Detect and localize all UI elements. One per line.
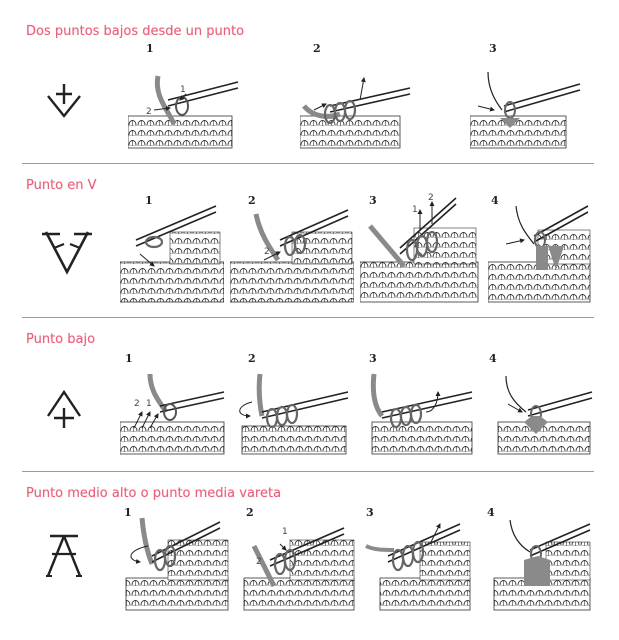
step-number: 1 (145, 194, 153, 207)
step-number: 3 (366, 506, 374, 519)
step-illustration (362, 372, 476, 456)
annotation-label: 1 (146, 399, 152, 409)
step-number: 1 (146, 42, 154, 55)
annotation-label: 2 (146, 107, 152, 117)
annotation-label: 2 (134, 399, 140, 409)
step-illustration (488, 200, 592, 304)
section-title: Punto bajo (26, 332, 96, 347)
section-title: Punto medio alto o punto media vareta (26, 486, 282, 501)
annotation-label: 1 (412, 205, 418, 215)
annotation-label: 2 (264, 247, 270, 257)
section-half-double-crochet: Punto medio alto o punto media vareta 1 … (0, 486, 619, 636)
section-v-stitch: Punto en V 1 2 3 4 2 (0, 178, 619, 318)
step-number: 2 (248, 194, 256, 207)
step-illustration (364, 516, 474, 612)
step-number: 4 (487, 506, 495, 519)
step-illustration: 1 2 (360, 188, 480, 304)
step-illustration: 2 1 (120, 372, 230, 456)
step-illustration (300, 66, 420, 150)
annotation-label: 1 (282, 527, 288, 537)
v-stitch-symbol-icon (40, 226, 94, 278)
step-number: 2 (246, 506, 254, 519)
section-title: Dos puntos bajos desde un punto (26, 24, 245, 39)
step-number: 3 (369, 352, 377, 365)
step-number: 2 (313, 42, 321, 55)
section-two-sc-in-one: Dos puntos bajos desde un punto 1 2 3 1 … (0, 24, 619, 164)
step-number: 2 (248, 352, 256, 365)
step-number: 3 (489, 42, 497, 55)
step-illustration: 1 2 (128, 66, 248, 150)
step-illustration (494, 372, 594, 456)
step-number: 4 (489, 352, 497, 365)
section-divider (22, 163, 594, 164)
half-double-crochet-symbol-icon (44, 532, 84, 580)
step-illustration (490, 516, 594, 612)
step-illustration (122, 516, 234, 612)
annotation-label: 2 (428, 193, 434, 203)
section-divider (22, 317, 594, 318)
step-number: 1 (124, 506, 132, 519)
section-divider (22, 471, 594, 472)
step-number: 3 (369, 194, 377, 207)
step-number: 1 (125, 352, 133, 365)
step-illustration (470, 66, 590, 150)
step-illustration: 2 (230, 204, 354, 304)
annotation-label: 2 (256, 557, 262, 567)
step-illustration: 1 2 (240, 516, 358, 612)
step-illustration (232, 372, 352, 456)
annotation-label: 1 (180, 85, 186, 95)
section-single-crochet: Punto bajo 1 2 3 4 2 1 (0, 332, 619, 472)
two-single-crochet-increase-symbol-icon (44, 82, 84, 122)
single-crochet-symbol-icon (44, 386, 84, 430)
step-illustration (120, 204, 224, 304)
step-number: 4 (491, 194, 499, 207)
section-title: Punto en V (26, 178, 97, 193)
